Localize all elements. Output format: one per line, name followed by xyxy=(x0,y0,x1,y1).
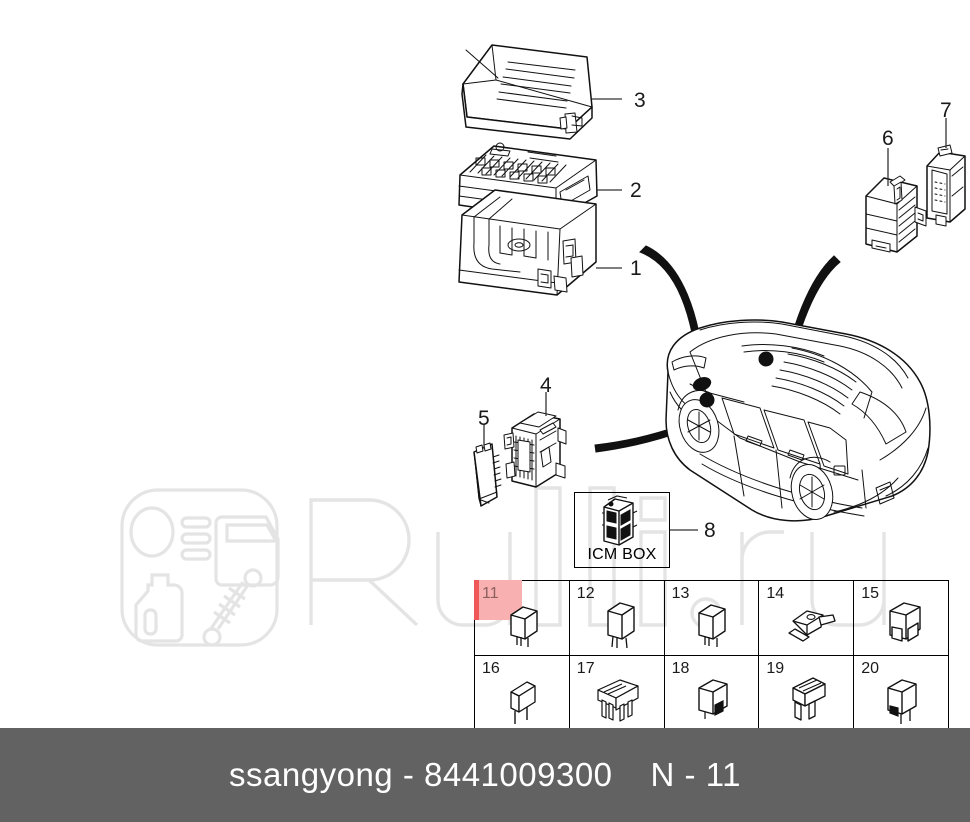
parts-cell-16[interactable]: 16 xyxy=(474,655,570,731)
callout-label-6: 6 xyxy=(882,127,894,150)
footer-separator: - xyxy=(393,756,424,793)
parts-cell-number: 20 xyxy=(861,660,879,677)
blade-fuse-mini-icon xyxy=(475,656,569,730)
relay-cube-icon xyxy=(475,581,569,655)
bcm-cover-drawing xyxy=(926,144,966,227)
parts-cell-number: 12 xyxy=(576,585,595,602)
callout-label-5: 5 xyxy=(478,407,490,430)
table-row: 11 xyxy=(474,580,949,656)
exploded-parts-diagram: .ln { fill:none; stroke:#111; stroke-wid… xyxy=(458,44,966,531)
table-row: 16 xyxy=(474,655,949,731)
icm-box-icon xyxy=(602,495,638,546)
parts-cell-number: 13 xyxy=(671,585,690,602)
parts-cell-14[interactable]: 14 xyxy=(758,580,855,656)
parts-cell-number: 19 xyxy=(766,660,785,677)
parts-cell-17[interactable]: 17 xyxy=(568,655,665,731)
parts-cell-number: 11 xyxy=(482,585,499,602)
parts-cell-11[interactable]: 11 xyxy=(474,580,570,656)
footer-part-number: 8441009300 xyxy=(424,756,613,793)
parts-cell-number: 17 xyxy=(576,660,595,677)
footer-brand: ssangyong xyxy=(229,756,394,793)
parts-cell-20[interactable]: 20 xyxy=(853,655,949,731)
parts-cell-number: 18 xyxy=(671,660,690,677)
callout-label-8: 8 xyxy=(704,519,716,542)
multi-fuse-strip-icon xyxy=(570,656,664,730)
footer-page-ref: N - 11 xyxy=(650,756,741,793)
parts-cell-number: 14 xyxy=(766,585,785,602)
callout-label-7: 7 xyxy=(940,99,952,122)
icm-box-label: ICM BOX xyxy=(587,546,657,563)
icm-box: ICM BOX xyxy=(574,492,670,568)
parts-cell-15[interactable]: 15 xyxy=(853,580,949,656)
location-markers xyxy=(692,351,774,408)
control-module-cover-drawing xyxy=(473,442,502,507)
junction-connector-module-drawing xyxy=(503,411,567,488)
parts-cell-number: 15 xyxy=(861,585,879,602)
parts-cell-19[interactable]: 19 xyxy=(758,655,855,731)
fuse-box-cover-drawing xyxy=(461,44,593,140)
parts-cell-number: 16 xyxy=(482,660,500,677)
callout-label-2: 2 xyxy=(630,179,642,202)
footer-text: ssangyong - 8441009300 N - 11 xyxy=(0,728,970,822)
parts-reference-table: 11 xyxy=(474,580,949,731)
callout-label-4: 4 xyxy=(540,374,552,397)
parts-cell-13[interactable]: 13 xyxy=(663,580,760,656)
fuse-box-lower-housing-drawing xyxy=(458,189,597,296)
callout-label-3: 3 xyxy=(634,89,646,112)
parts-cell-12[interactable]: 12 xyxy=(568,580,665,656)
parts-cell-18[interactable]: 18 xyxy=(663,655,760,731)
callout-label-1: 1 xyxy=(630,257,642,280)
footer-bar: ssangyong - 8441009300 N - 11 xyxy=(0,728,970,822)
bcm-module-drawing xyxy=(865,175,927,253)
suv-illustration xyxy=(665,319,931,522)
relay-cube-icon xyxy=(854,656,948,730)
blade-fuse-double-icon xyxy=(759,656,853,730)
relay-cube-solid-icon xyxy=(665,656,759,730)
relay-block-icon xyxy=(854,581,948,655)
